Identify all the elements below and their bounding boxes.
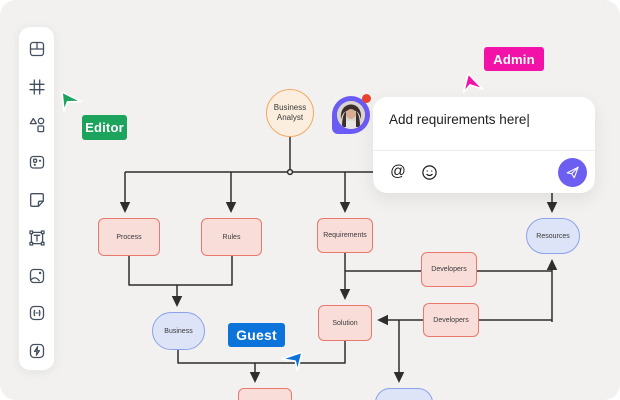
- comment-box: Add requirements here| @: [373, 97, 595, 193]
- editor-cursor-icon: [58, 88, 82, 112]
- node-business[interactable]: Business: [152, 312, 205, 350]
- embed-icon[interactable]: [28, 304, 46, 322]
- status-dot: [362, 94, 371, 103]
- image-icon[interactable]: [28, 267, 46, 285]
- admin-badge: Admin: [484, 47, 544, 71]
- node-bottom-right[interactable]: [375, 388, 433, 400]
- tool-sidebar: [18, 26, 55, 371]
- text-icon[interactable]: [28, 229, 46, 247]
- grid-icon[interactable]: [28, 78, 46, 96]
- node-developers-1[interactable]: Developers: [421, 252, 477, 287]
- widgets-icon[interactable]: [28, 153, 46, 171]
- node-rules[interactable]: Rules: [201, 218, 262, 256]
- node-resources[interactable]: Resources: [526, 218, 580, 254]
- avatar-photo: [337, 101, 365, 129]
- comment-toolbar: @: [373, 150, 595, 193]
- automation-icon[interactable]: [28, 342, 46, 360]
- mention-button[interactable]: @: [390, 163, 406, 180]
- editor-badge: Editor: [82, 115, 127, 140]
- node-developers-2[interactable]: Developers: [423, 303, 479, 337]
- shapes-icon[interactable]: [28, 116, 46, 134]
- node-business-analyst[interactable]: Business Analyst: [266, 89, 314, 137]
- node-solution[interactable]: Solution: [318, 305, 372, 341]
- emoji-button[interactable]: [420, 163, 438, 181]
- sticky-note-icon[interactable]: [28, 191, 46, 209]
- node-requirements[interactable]: Requirements: [317, 218, 373, 253]
- guest-badge: Guest: [228, 323, 285, 347]
- admin-cursor-icon: [458, 69, 489, 100]
- comment-input[interactable]: Add requirements here|: [389, 112, 530, 127]
- send-button[interactable]: [558, 157, 587, 187]
- guest-cursor-icon: [279, 345, 306, 372]
- node-process[interactable]: Process: [98, 218, 160, 256]
- node-bottom-left[interactable]: [238, 388, 292, 400]
- avatar[interactable]: [332, 94, 371, 134]
- layout-icon[interactable]: [28, 40, 46, 58]
